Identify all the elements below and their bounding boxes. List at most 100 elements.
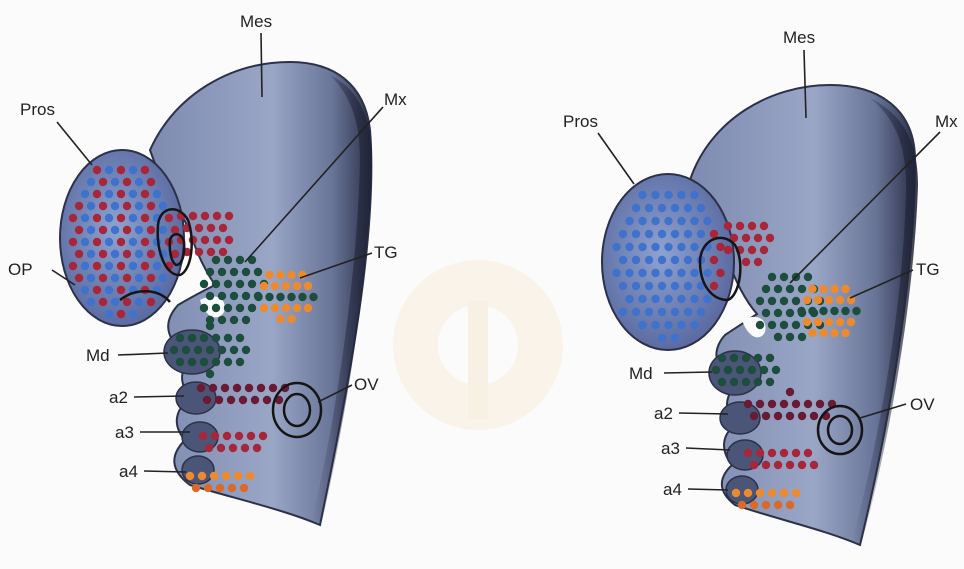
cell-dot [792, 449, 800, 457]
cell-dot [754, 354, 762, 362]
cell-dot [141, 238, 149, 246]
cell-dot [716, 269, 724, 277]
cell-dot [664, 321, 672, 329]
cell-dot [111, 274, 119, 282]
cell-dot [81, 190, 89, 198]
cell-dot [766, 354, 774, 362]
cell-dot [248, 304, 256, 312]
cell-dot [768, 400, 776, 408]
cell-dot [117, 166, 125, 174]
cell-dot [625, 295, 633, 303]
cell-dot [677, 321, 685, 329]
cell-dot [293, 282, 301, 290]
cell-dot [712, 366, 720, 374]
cell-dot [625, 269, 633, 277]
cell-dot [75, 274, 83, 282]
cell-dot [645, 204, 653, 212]
cell-dot [263, 396, 271, 404]
cell-dot [762, 461, 770, 469]
cell-dot [774, 333, 782, 341]
cell-dot [690, 243, 698, 251]
cell-dot [254, 268, 262, 276]
cell-dot [750, 412, 758, 420]
cell-dot [265, 293, 273, 301]
cell-dot [684, 282, 692, 290]
cell-dot [768, 489, 776, 497]
cell-dot [847, 318, 855, 326]
cell-dot [852, 307, 860, 315]
cell-dot [215, 396, 223, 404]
cell-dot [772, 366, 780, 374]
cell-dot [664, 243, 672, 251]
cell-dot [228, 484, 236, 492]
cell-dot [209, 384, 217, 392]
cell-dot [246, 472, 254, 480]
cell-dot [774, 461, 782, 469]
cell-dot [87, 250, 95, 258]
cell-dot [619, 256, 627, 264]
cell-dot [129, 310, 137, 318]
cell-dot [677, 217, 685, 225]
cell-dot [105, 190, 113, 198]
cell-dot [147, 178, 155, 186]
cell-dot [93, 262, 101, 270]
cell-dot [724, 222, 732, 230]
cell-dot [111, 202, 119, 210]
cell-dot [200, 358, 208, 366]
cell-dot [671, 308, 679, 316]
cell-dot [651, 243, 659, 251]
cell-dot [205, 444, 213, 452]
cell-dot [738, 501, 746, 509]
cell-dot [742, 378, 750, 386]
cell-dot [298, 293, 306, 301]
cell-dot [81, 238, 89, 246]
cell-dot [742, 354, 750, 362]
cell-dot [212, 256, 220, 264]
cell-dot [206, 292, 214, 300]
cell-dot [632, 282, 640, 290]
cell-dot [117, 310, 125, 318]
cell-dot [105, 286, 113, 294]
cell-dot [804, 273, 812, 281]
label-a2: a2 [109, 388, 128, 407]
cell-dot [780, 489, 788, 497]
cell-dot [710, 282, 718, 290]
cell-dot [671, 256, 679, 264]
cell-dot [212, 280, 220, 288]
cell-dot [756, 321, 764, 329]
cell-dot [658, 204, 666, 212]
cell-dot [135, 298, 143, 306]
cell-dot [816, 400, 824, 408]
cell-dot [69, 262, 77, 270]
cell-dot [195, 224, 203, 232]
cell-dot [651, 295, 659, 303]
background-watermark [393, 260, 563, 430]
cell-dot [684, 308, 692, 316]
cell-dot [671, 204, 679, 212]
cell-dot [276, 271, 284, 279]
cell-dot [658, 282, 666, 290]
cell-dot [774, 501, 782, 509]
cell-dot [282, 304, 290, 312]
cell-dot [750, 461, 758, 469]
cell-dot [242, 316, 250, 324]
cell-dot [309, 293, 317, 301]
cell-dot [224, 256, 232, 264]
cell-dot [123, 298, 131, 306]
cell-dot [724, 366, 732, 374]
cell-dot [754, 234, 762, 242]
cell-dot [135, 226, 143, 234]
cell-dot [287, 315, 295, 323]
cell-dot [93, 286, 101, 294]
cell-dot [780, 449, 788, 457]
cell-dot [697, 230, 705, 238]
cell-dot [645, 308, 653, 316]
cell-dot [81, 214, 89, 222]
cell-dot [188, 358, 196, 366]
cell-dot [744, 400, 752, 408]
cell-dot [762, 501, 770, 509]
cell-dot [260, 304, 268, 312]
cell-dot [206, 322, 214, 330]
cell-dot [201, 236, 209, 244]
